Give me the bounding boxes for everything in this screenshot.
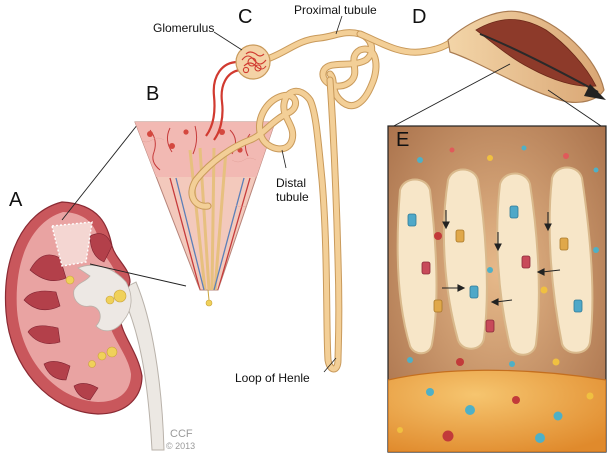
papilla-duct <box>207 289 210 301</box>
collecting-duct-tube <box>447 10 606 103</box>
panel-letter-a: A <box>9 189 23 211</box>
renal-pyramids <box>23 233 113 401</box>
membrane-transporters <box>407 205 583 333</box>
renal-pelvis <box>73 265 132 332</box>
basal-cell <box>388 369 606 452</box>
renal-sinus-fat <box>65 275 127 368</box>
cell-transport-detail <box>387 125 607 453</box>
panel-letter-c: C <box>238 6 253 28</box>
credit-year: © 2013 <box>166 441 196 451</box>
medulla-vessels <box>169 177 251 290</box>
label-glomerulus: Glomerulus <box>153 21 215 35</box>
zoom-lines-d-to-e <box>389 63 605 129</box>
afferent-efferent-arterioles <box>205 60 241 141</box>
panel-letter-d: D <box>412 6 427 28</box>
tubule-path <box>188 29 458 373</box>
credit-org: CCF <box>170 428 193 440</box>
glomerulus-capsule <box>235 44 271 80</box>
label-leader-lines <box>213 15 343 373</box>
ureter <box>119 281 165 451</box>
zoom-lines-a-to-b <box>61 123 187 287</box>
solute-particles <box>397 145 599 443</box>
nephron <box>188 29 458 373</box>
label-distal-tubule-line2: tubule <box>276 190 309 204</box>
panel-letter-b: B <box>146 83 160 105</box>
label-loop-of-henle: Loop of Henle <box>235 371 310 385</box>
kidney-cross-section <box>4 201 165 451</box>
label-distal-tubule-line1: Distal <box>276 176 307 190</box>
cortex-wedge-highlight <box>51 221 93 267</box>
label-distal-tubule: Distal tubule <box>276 176 336 204</box>
transport-arrows <box>442 210 561 306</box>
papilla-tip <box>205 299 213 307</box>
panel-letter-e: E <box>396 129 410 151</box>
label-proximal-tubule: Proximal tubule <box>294 3 377 17</box>
